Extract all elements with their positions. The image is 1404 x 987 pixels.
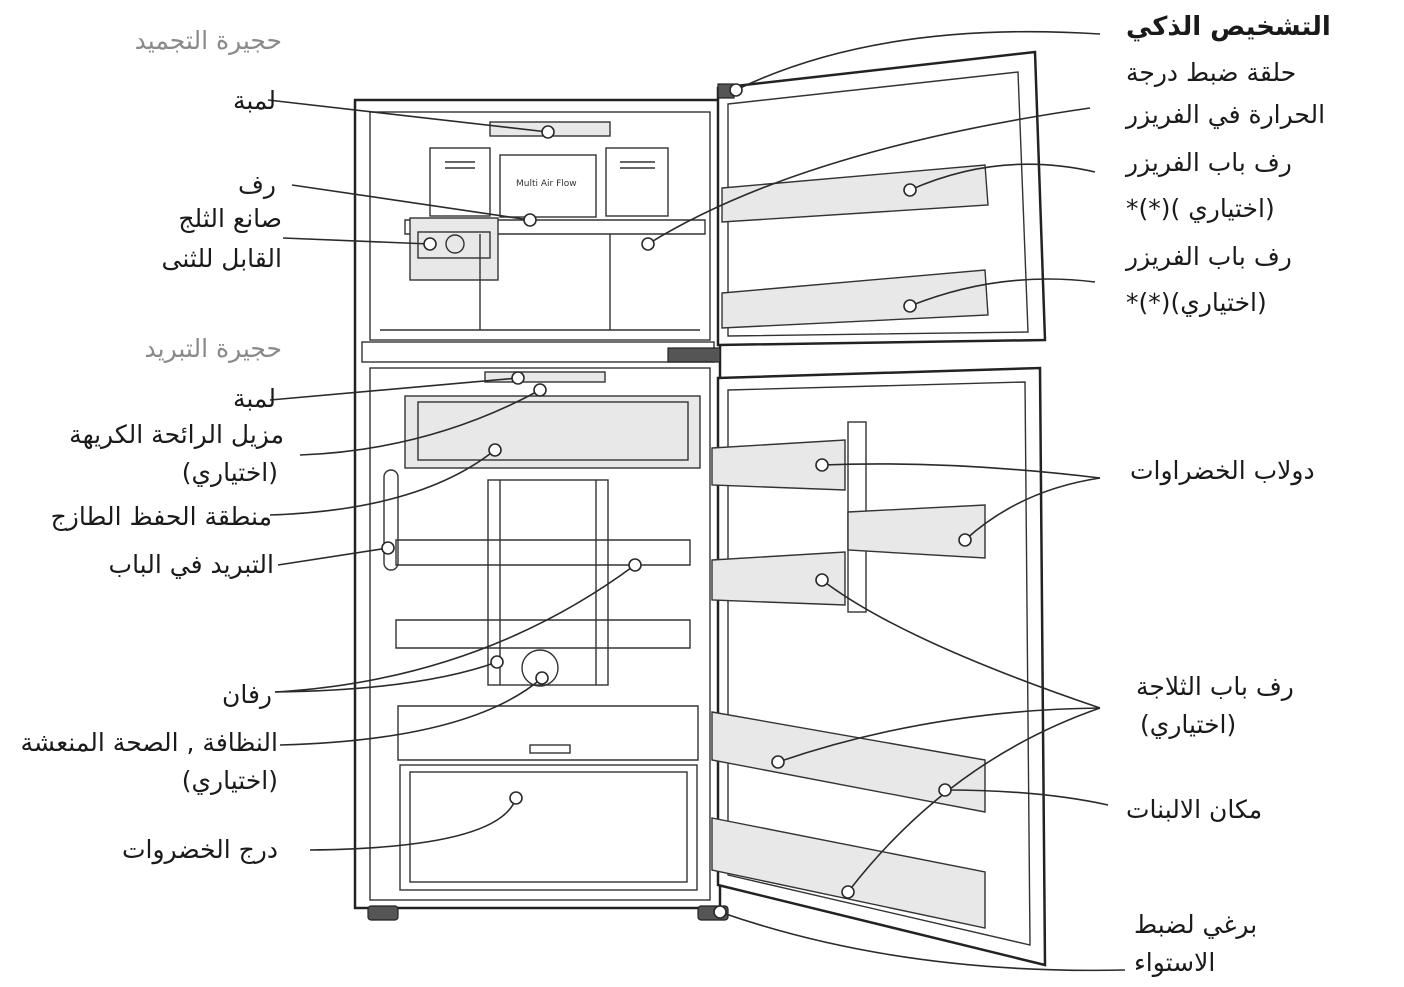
label-ice-maker-2: القابل للثنى: [161, 244, 282, 273]
label-fridge-lamp: لمبة: [232, 384, 276, 413]
label-fridge-compartment: حجيرة التبريد: [144, 334, 283, 363]
callout-dots: [381, 83, 972, 919]
label-freezer-door-shelf-1-optional: (اختياري )(*)*: [1126, 194, 1275, 223]
leader-lines-right: [647, 30, 1126, 972]
label-shelf: رف: [238, 170, 276, 199]
label-smart-diagnosis: التشخيص الذكي: [1126, 12, 1331, 42]
multi-air-flow-text: Multi Air Flow: [516, 179, 577, 189]
label-dairy-corner: مكان الالبنات: [1126, 795, 1263, 824]
label-odor-optional: (اختياري): [181, 458, 278, 487]
fridge-interior: [383, 371, 701, 891]
label-hygiene-optional: (اختياري): [181, 766, 278, 795]
label-fresh-zone: منطقة الحفظ الطازج: [50, 502, 272, 531]
label-vegetable-cabinet: دولاب الخضراوات: [1130, 456, 1315, 485]
freezer-interior: Multi Air Flow: [380, 121, 706, 331]
label-freezer-door-shelf-2-optional: (اختياري)(*)*: [1126, 288, 1267, 317]
fridge-door: [667, 347, 1047, 967]
label-odor-remover: مزيل الرائحة الكريهة: [69, 420, 284, 449]
label-ice-maker: صانع الثلج: [178, 204, 282, 233]
label-door-cooling: التبريد في الباب: [108, 550, 274, 579]
label-freezer-temp-2: الحرارة في الفريزر: [1126, 100, 1326, 129]
leader-lines-left: [267, 99, 636, 851]
label-leveling-screw-2: الاستواء: [1134, 948, 1216, 977]
label-freezer-temp-1: حلقة ضبط درجة: [1126, 58, 1297, 87]
label-fridge-door-shelf: رف باب الثلاجة: [1136, 672, 1294, 701]
label-hygiene-fresh: النظافة , الصحة المنعشة: [20, 728, 278, 757]
label-freezer-door-shelf-2: رف باب الفريزر: [1126, 242, 1292, 271]
label-freezer-door-shelf-1: رف باب الفريزر: [1126, 148, 1292, 177]
freezer-door: [716, 50, 1047, 347]
label-vegetable-drawer: درج الخضروات: [121, 835, 278, 864]
label-shelves: رفان: [222, 680, 272, 709]
label-fridge-door-shelf-optional: (اختياري): [1140, 710, 1237, 739]
label-freezer-compartment: حجيرة التجميد: [134, 26, 282, 55]
label-leveling-screw-1: برغي لضبط: [1134, 910, 1258, 939]
label-freezer-lamp: لمبة: [232, 86, 276, 115]
